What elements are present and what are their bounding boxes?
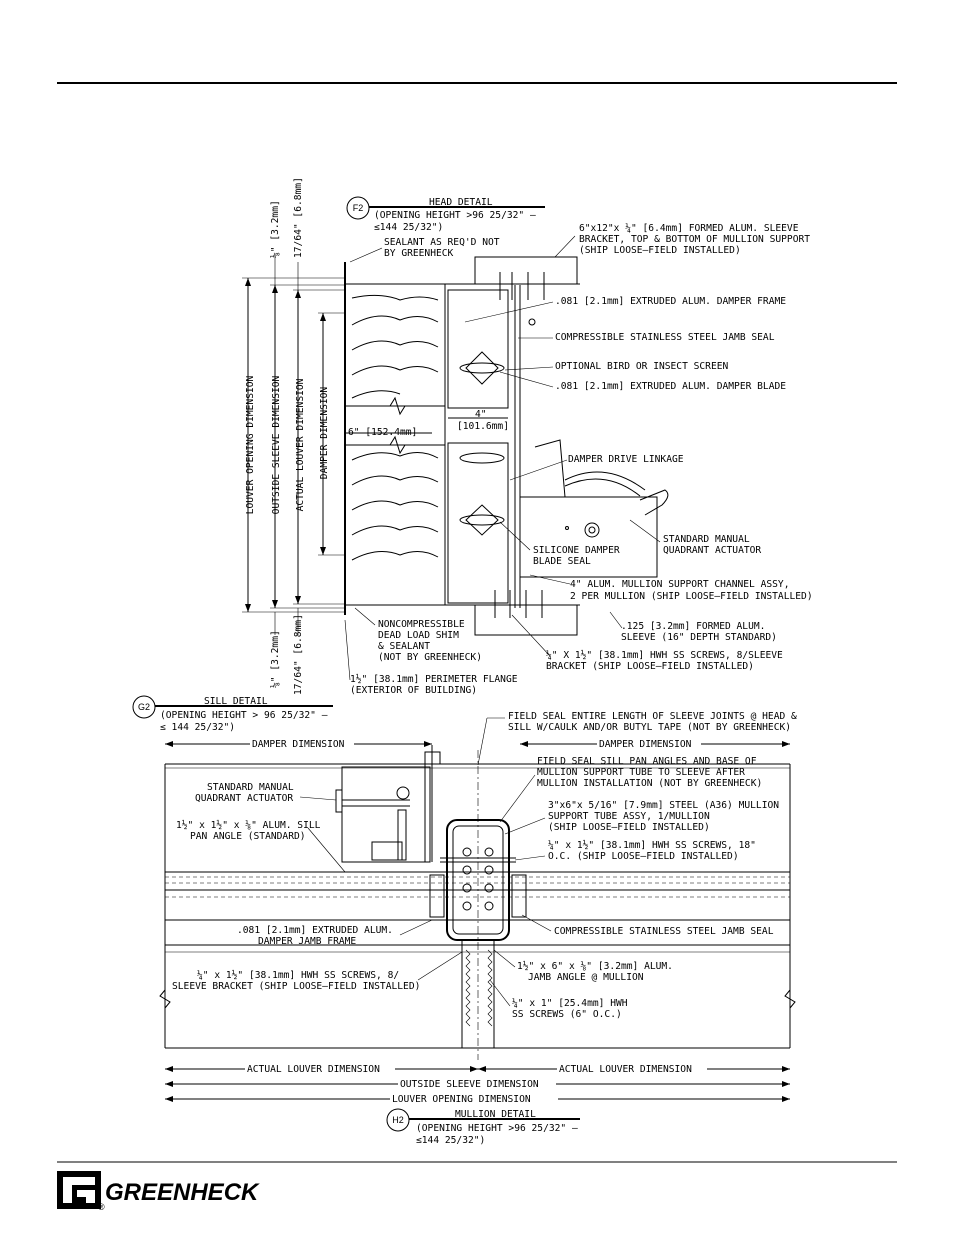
callout-formed-sleeve-1: .125 [3.2mm] FORMED ALUM. [621,621,765,632]
callout-mullion-channel-2: 2 PER MULLION (SHIP LOOSE–FIELD INSTALLE… [570,591,813,602]
callout-sealant-2: BY GREENHECK [384,248,454,259]
bottom-eighth-inch-dim: ⅛" [3.2mm] [269,630,281,688]
top-eighth-inch-dim: ⅛" [3.2mm] [269,200,281,258]
callout-drive-linkage: DAMPER DRIVE LINKAGE [568,454,684,465]
mullion-actual-louver-right: ACTUAL LOUVER DIMENSION [559,1064,692,1075]
head-detail-subtitle-1: (OPENING HEIGHT >96 25/32" – [374,210,536,221]
callout-steel-tube-3: (SHIP LOOSE–FIELD INSTALLED) [548,822,710,833]
mullion-detail-title: MULLION DETAIL [455,1109,536,1120]
dim-6in: 6" [152.4mm] [348,427,417,438]
sill-detail-title: SILL DETAIL [204,696,268,707]
mullion-outside-sleeve-dimension: OUTSIDE SLEEVE DIMENSION [400,1079,539,1090]
callout-shim-1: NONCOMPRESSIBLE [378,619,465,630]
callout-blade-seal-2: BLADE SEAL [533,556,591,567]
mullion-tube [429,750,527,1060]
callout-steel-tube-1: 3"x6"x 5/16" [7.9mm] STEEL (A36) MULLION [548,800,779,811]
callout-field-seal-2: SILL W/CAULK AND/OR BUTYL TAPE (NOT BY G… [508,722,791,733]
sill-detail-subtitle-2: ≤ 144 25/32") [160,722,235,733]
mullion-plan-body [159,763,796,1049]
callout-shim-2: DEAD LOAD SHIM [378,630,459,641]
sill-detail-subtitle-1: (OPENING HEIGHT > 96 25/32" – [160,710,328,721]
callout-sill-pan-angle-2: PAN ANGLE (STANDARD) [190,831,306,842]
callout-mullion-channel-1: 4" ALUM. MULLION SUPPORT CHANNEL ASSY, [570,579,790,590]
damper-section [447,285,536,608]
sill-detail-bubble-label: G2 [138,702,150,712]
dim-101-6mm: [101.6mm] [457,421,509,432]
callout-sleeve-bracket-3: (SHIP LOOSE–FIELD INSTALLED) [579,245,741,256]
callout-bird-screen: OPTIONAL BIRD OR INSECT SCREEN [555,361,729,372]
callout-sealant-1: SEALANT AS REQ'D NOT [384,237,500,248]
callout-sill-pan-seal-3: MULLION INSTALLATION (NOT BY GREENHECK) [537,778,762,789]
callout-sleeve-bracket-screws-2: SLEEVE BRACKET (SHIP LOOSE–FIELD INSTALL… [172,981,420,992]
callout-jamb-angle-2: JAMB ANGLE @ MULLION [528,972,644,983]
callout-sill-pan-angle-1: 1½" x 1½" x ⅛" ALUM. SILL [176,819,321,831]
callout-mullion-jamb-seal: COMPRESSIBLE STAINLESS STEEL JAMB SEAL [554,926,774,937]
outside-sleeve-dimension-label: OUTSIDE SLEEVE DIMENSION [271,375,282,514]
mullion-leaders [299,717,552,1007]
mullion-actuator [335,745,441,863]
head-detail-title: HEAD DETAIL [429,197,493,208]
mullion-detail-bubble-label: H2 [392,1115,404,1125]
registered-mark: ® [98,1202,105,1212]
mullion-detail-subtitle-1: (OPENING HEIGHT >96 25/32" – [416,1123,578,1134]
callout-actuator-1: STANDARD MANUAL [663,534,750,545]
callout-sill-pan-seal-2: MULLION SUPPORT TUBE TO SLEEVE AFTER [537,767,745,778]
actual-louver-dimension-label: ACTUAL LOUVER DIMENSION [295,378,306,511]
callout-damper-frame: .081 [2.1mm] EXTRUDED ALUM. DAMPER FRAME [555,296,786,307]
mullion-louver-opening-dimension: LOUVER OPENING DIMENSION [392,1094,531,1105]
callout-hwh-18oc-2: O.C. (SHIP LOOSE–FIELD INSTALLED) [548,851,739,862]
top-17-64-dim: 17/64" [6.8mm] [293,177,304,258]
callout-hwh-6oc-2: SS SCREWS (6" O.C.) [512,1009,622,1020]
callout-sleeve-bracket-2: BRACKET, TOP & BOTTOM OF MULLION SUPPORT [579,234,810,245]
callout-hwh-6oc-1: ¼" x 1" [25.4mm] HWH [512,997,628,1009]
quadrant-actuator [519,439,669,578]
callout-hwh-18oc-1: ¼" x 1½" [38.1mm] HWH SS SCREWS, 18" [548,839,756,851]
callout-blade-seal-1: SILICONE DAMPER [533,545,620,556]
callout-jamb-frame-2: DAMPER JAMB FRAME [258,936,356,947]
damper-dimension-label: DAMPER DIMENSION [319,387,330,480]
head-vertical-dimensions [242,255,345,635]
callout-hwh-screws-1: ¼" X 1½" [38.1mm] HWH SS SCREWS, 8/SLEEV… [546,649,783,661]
callout-shim-4: (NOT BY GREENHECK) [378,652,482,663]
sill-detail: G2 SILL DETAIL (OPENING HEIGHT > 96 25/3… [132,695,333,733]
callout-shim-3: & SEALANT [378,641,430,652]
callout-actuator-2: QUADRANT ACTUATOR [663,545,761,556]
callout-sleeve-bracket-1: 6"x12"x ¼" [6.4mm] FORMED ALUM. SLEEVE [579,222,799,234]
dim-4in: 4" [475,409,487,420]
head-detail-subtitle-2: ≤144 25/32") [374,222,443,233]
callout-perimeter-flange-2: (EXTERIOR OF BUILDING) [350,685,477,696]
callout-jamb-frame-1: .081 [2.1mm] EXTRUDED ALUM. [237,925,393,936]
callout-perimeter-flange-1: 1½" [38.1mm] PERIMETER FLANGE [350,673,518,685]
louver-section [344,262,580,615]
head-detail-bubble-label: F2 [353,203,364,213]
mullion-detail-subtitle-2: ≤144 25/32") [416,1135,485,1146]
mullion-damper-dimension-right: DAMPER DIMENSION [599,739,692,750]
mullion-damper-dimension-left: DAMPER DIMENSION [252,739,345,750]
callout-formed-sleeve-2: SLEEVE (16" DEPTH STANDARD) [621,632,777,643]
callout-sill-pan-seal-1: FIELD SEAL SILL PAN ANGLES AND BASE OF [537,756,757,767]
callout-damper-blade: .081 [2.1mm] EXTRUDED ALUM. DAMPER BLADE [555,381,786,392]
head-leaders [344,235,661,681]
callout-mullion-actuator-2: QUADRANT ACTUATOR [195,793,293,804]
callout-hwh-screws-2: BRACKET (SHIP LOOSE–FIELD INSTALLED) [546,661,754,672]
callout-jamb-seal: COMPRESSIBLE STAINLESS STEEL JAMB SEAL [555,332,775,343]
greenheck-logo: GREENHECK ® [57,1171,260,1212]
bottom-17-64-dim: 17/64" [6.8mm] [293,614,304,695]
callout-steel-tube-2: SUPPORT TUBE ASSY, 1/MULLION [548,811,710,822]
callout-mullion-actuator-1: STANDARD MANUAL [207,782,294,793]
mullion-detail: DAMPER DIMENSION DAMPER DIMENSION ACTUAL… [159,711,797,1146]
sleeve-brackets [474,256,578,636]
callout-field-seal-1: FIELD SEAL ENTIRE LENGTH OF SLEEVE JOINT… [508,711,797,722]
louver-opening-dimension-label: LOUVER OPENING DIMENSION [245,375,256,514]
callout-jamb-angle-1: 1½" x 6" x ⅛" [3.2mm] ALUM. [517,960,673,972]
head-detail: F2 HEAD DETAIL (OPENING HEIGHT >96 25/32… [242,177,813,696]
mullion-actual-louver-left: ACTUAL LOUVER DIMENSION [247,1064,380,1075]
greenheck-wordmark: GREENHECK [105,1179,260,1206]
callout-sleeve-bracket-screws-1: ¼" x 1½" [38.1mm] HWH SS SCREWS, 8/ [197,969,399,981]
